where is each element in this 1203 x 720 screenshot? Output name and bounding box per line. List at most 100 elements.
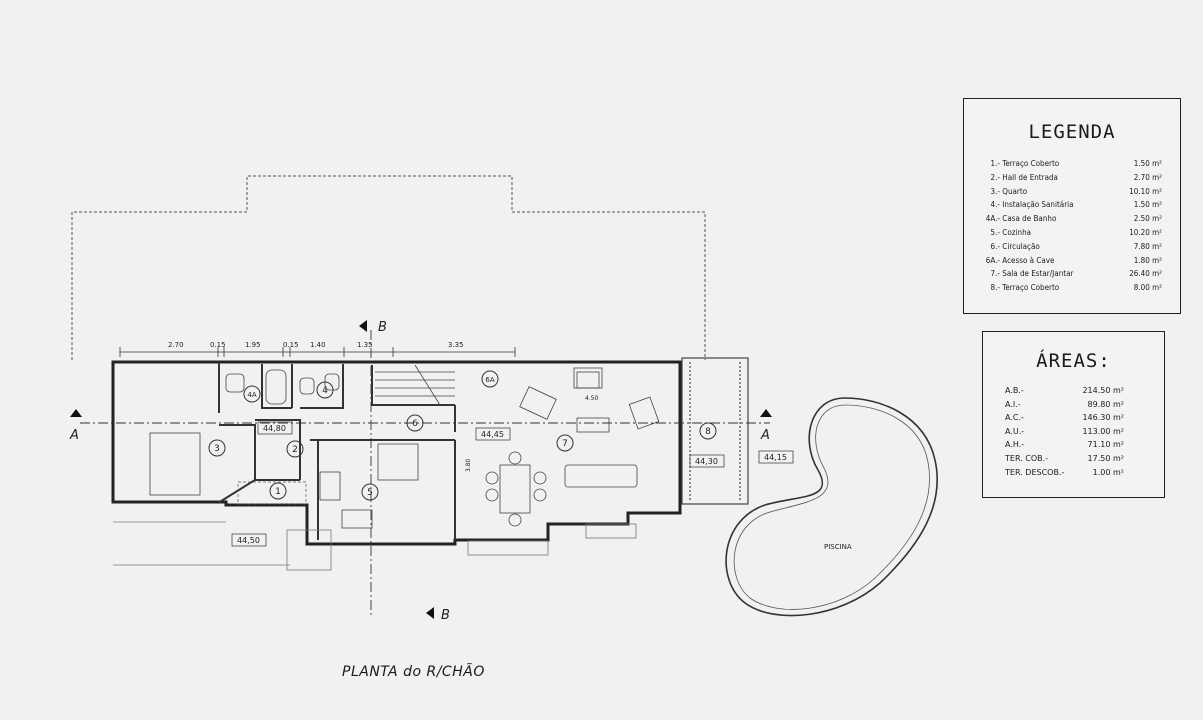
level-label: 44,30 [695,457,718,466]
room-1-label: 1 [275,487,281,497]
area-value: 71.10 m² [1087,440,1124,450]
room-2-label: 2 [292,445,298,455]
room-5-label: 5 [367,488,373,498]
room-6a-label: 6A [485,376,494,384]
pool-outline [725,397,939,617]
section-label: B [378,320,387,335]
section-label: A [760,428,770,443]
room-4-label: 4 [322,386,328,396]
legend-item: 2.- Hall de Entrada 2.70 m² [980,171,1162,185]
legend-item-label: 4A.- Casa de Banho [980,212,1057,226]
area-value: 146.30 m² [1082,413,1124,423]
small-dimensions: 4.50 3.80 [465,395,599,472]
legend-item-key: 2.- [990,172,1000,182]
room-8-label: 8 [705,427,711,437]
area-item: A.I.-89.80 m² [1005,398,1124,412]
legend-item-key: 1.- [990,159,1000,168]
dim-label: 2.70 [168,341,184,349]
area-key: A.U.- [1005,426,1025,436]
dim-label: 0.15 [210,341,226,349]
area-value: 113.00 m² [1082,426,1124,436]
area-item: A.H.- 71.10 m² [1005,438,1124,452]
area-item: TER. DESCOB.-1.00 m² [1005,466,1124,480]
legend-item-name: Instalação Sanitária [1002,200,1074,210]
area-value: 89.80 m² [1087,399,1124,409]
legend-item: 7.- Sala de Estar/Jantar 26.40 m² [980,267,1162,281]
pool-label: PISCINA [824,543,852,551]
area-key: A.B.- [1005,386,1024,395]
exterior-walls [111,360,682,546]
level-label: 44,15 [764,453,787,462]
pool-inner-edge [733,404,930,610]
section-markers: A A B B [69,320,772,623]
bed-icon [149,432,201,496]
dimension-line [119,347,516,357]
fireplace-icon [573,367,603,389]
legend-item-name: Acesso à Cave [1002,255,1055,265]
legend-item-label: 7.- Sala de Estar/Jantar [980,267,1074,281]
legend-item-label: 6.- Circulação [980,240,1040,254]
legend-item-area: 26.40 m² [1129,269,1162,279]
level-label: 44,50 [237,536,260,545]
legend-item-label: 4.- Instalação Sanitária [980,198,1074,212]
legend-item-key: 6.- [990,241,1000,251]
legend-item-label: 6A.- Acesso à Cave [980,254,1055,268]
furniture [149,367,660,529]
legend-item-label: 1.- Terraço Coberto [980,157,1060,171]
ground-lines [113,521,637,571]
area-key: A.H.- [1005,440,1025,450]
stairs [375,364,455,406]
area-key: A.C.- [1005,413,1024,423]
legend-item-key: 3.- [990,186,1000,196]
legend-item-label: 8.- Terraço Coberto [980,281,1060,295]
level-marks: 44,80 44,45 44,30 44,15 44,50 [231,421,794,547]
legend-item-key: 5.- [990,227,1000,237]
legend-item-area: 2.50 m² [1133,214,1162,224]
area-item: A.U.- 113.00 m² [1005,425,1124,439]
legend-item-key: 8.- [990,283,1000,293]
legend-item-name: Hall de Entrada [1002,172,1058,182]
room-3-label: 3 [214,444,220,454]
legend-item-label: 3.- Quarto [980,185,1028,199]
legend-item-key: 4.- [990,200,1000,210]
area-value: 1.00 m² [1092,467,1124,477]
dim-label: 4.50 [585,395,599,402]
legend-title: LEGENDA [1028,121,1116,143]
dimension-labels: 2.70 0.15 1.95 0.15 1.40 1.35 3.35 [168,341,464,349]
legend-item-key: 7.- [990,269,1000,279]
area-value: 214.50 m² [1082,386,1124,395]
area-item: A.C.- 146.30 m² [1005,411,1124,425]
legend-item-name: Terraço Coberto [1002,283,1060,293]
room-4a-label: 4A [247,391,256,399]
upper-floor-outline [71,175,706,360]
legend-item-area: 1.50 m² [1133,200,1162,210]
room-6-label: 6 [412,419,418,429]
dim-label: 3.35 [448,341,464,349]
legend-item-key: 4A.- [985,214,1000,224]
section-label: B [441,608,450,623]
areas-title: ÁREAS: [1036,350,1111,372]
plan-title: PLANTA do R/CHÃO [342,664,485,680]
room-7-label: 7 [562,439,568,449]
level-label: 44,45 [481,430,504,439]
section-label: A [69,428,79,443]
legend-item-name: Sala de Estar/Jantar [1002,269,1074,279]
legend-item-name: Circulação [1002,241,1040,251]
legend-item: 3.- Quarto 10.10 m² [980,185,1162,199]
section-arrow-icon [359,320,367,332]
legend-item-area: 10.10 m² [1129,186,1162,196]
legend-item-area: 2.70 m² [1133,172,1162,182]
legend-item-label: 2.- Hall de Entrada [980,171,1058,185]
legend-item: 4.- Instalação Sanitária 1.50 m² [980,198,1162,212]
level-label: 44,80 [263,424,286,433]
room-numbers: 1 2 3 4 4A 5 6 6A 7 8 [208,370,717,501]
legend-item-name: Quarto [1002,186,1028,196]
